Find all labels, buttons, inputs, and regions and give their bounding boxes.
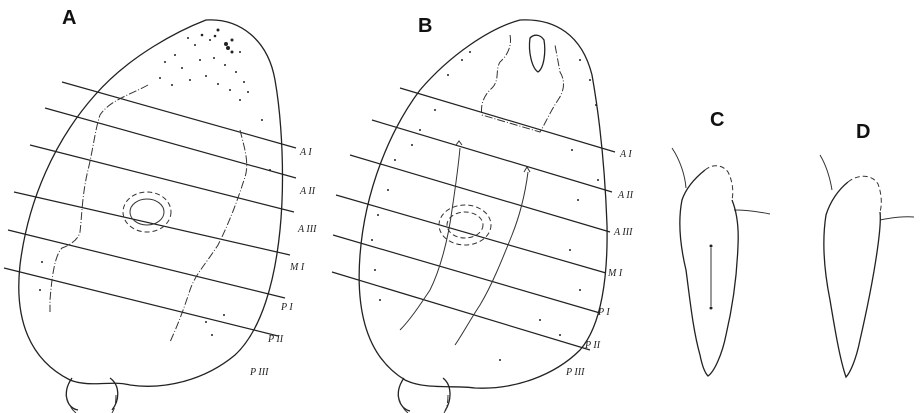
zone-label-b-a2: A II <box>617 190 634 201</box>
zone-line-a3 <box>30 145 294 212</box>
panel-a-stipple <box>39 29 271 337</box>
panel-a-nucleus-inner <box>130 199 164 225</box>
panel-d-cell-outline <box>824 182 880 377</box>
panel-d: D <box>820 121 914 377</box>
zone-label-a1: A I <box>299 147 312 158</box>
panel-b: B A I A II A III M I P I P II P III <box>332 15 634 413</box>
panel-a: A A I A II A III M I P I P II P III <box>4 7 317 413</box>
panel-b-oral-apparatus <box>481 35 563 132</box>
zone-label-p2: P II <box>267 334 284 345</box>
panel-c-cell-outline <box>680 170 738 376</box>
panel-c-outer-curve <box>672 148 686 188</box>
zone-line-a2 <box>45 108 296 178</box>
panel-b-posterior-lobe <box>398 378 450 411</box>
panel-a-letter: A <box>62 7 76 29</box>
zone-line-b-p1 <box>333 235 600 313</box>
zone-line-a1 <box>62 82 296 148</box>
zone-label-a3: A III <box>297 224 317 235</box>
panel-d-right-arm <box>880 217 914 220</box>
panel-d-letter: D <box>856 121 870 143</box>
panel-b-zone-lines <box>332 88 615 350</box>
zone-label-b-a1: A I <box>619 149 632 160</box>
zone-label-p3: P III <box>249 367 269 378</box>
panel-c-right-arm <box>734 210 770 214</box>
panel-a-left-kinety <box>50 85 148 312</box>
panel-c-dashed-cap <box>705 166 733 200</box>
zone-label-b-m1: M I <box>607 268 623 279</box>
zone-label-p1: P I <box>280 302 293 313</box>
panel-d-outer-curve <box>820 155 832 190</box>
zone-line-p2 <box>4 268 278 336</box>
panel-b-left-kinety <box>400 148 460 330</box>
zone-label-b-a3: A III <box>613 227 633 238</box>
panel-b-letter: B <box>418 15 432 37</box>
zone-line-p1 <box>8 230 285 298</box>
panel-b-cytostome <box>529 35 544 72</box>
panel-c-letter: C <box>710 109 724 131</box>
panel-b-body-outline <box>359 20 607 388</box>
panel-c: C <box>672 109 770 376</box>
zone-label-b-p1: P I <box>597 307 610 318</box>
zone-label-b-p2: P II <box>584 340 601 351</box>
panel-a-zone-lines <box>4 82 296 336</box>
zone-line-b-a3 <box>350 155 610 232</box>
zone-line-b-m1 <box>336 195 606 273</box>
panel-a-body-outline <box>19 20 283 386</box>
zone-label-a2: A II <box>299 186 316 197</box>
zone-label-b-p3: P III <box>565 367 585 378</box>
zone-label-m1: M I <box>289 262 305 273</box>
panel-d-dashed-cap <box>848 176 881 212</box>
panel-a-lobe-dashed <box>66 395 116 413</box>
zone-line-b-a2 <box>372 120 612 192</box>
panel-b-nucleus-inner <box>447 212 483 238</box>
panel-b-right-kinety <box>455 172 528 345</box>
panel-b-lobe-dashed <box>398 395 448 413</box>
panel-b-zone-labels: A I A II A III M I P I P II P III <box>565 149 634 378</box>
zone-line-m1 <box>14 192 290 255</box>
zone-line-b-p2 <box>332 272 590 350</box>
zone-line-b-a1 <box>400 88 615 152</box>
